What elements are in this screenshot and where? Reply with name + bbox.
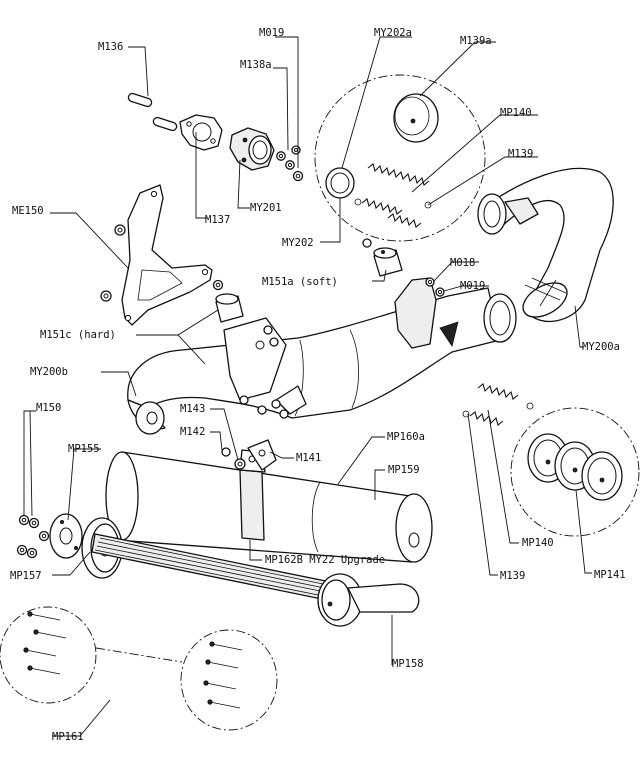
label-my200b: MY200b — [30, 366, 68, 378]
label-m142: M142 — [180, 426, 205, 438]
mp161-rivets-right — [203, 641, 243, 709]
my201-flange — [229, 127, 275, 171]
m139a-ring — [393, 93, 439, 143]
my200a-header-pipe — [477, 167, 614, 323]
label-m138a: M138a — [240, 59, 272, 71]
label-mp140-bottom: MP140 — [522, 537, 554, 549]
m019-nut-top — [291, 145, 301, 155]
springs-top — [354, 163, 432, 228]
mp157-gasket — [49, 513, 83, 559]
label-mp161: MP161 — [52, 731, 84, 743]
m141-bracket — [247, 439, 277, 471]
m138a-nuts — [276, 151, 304, 182]
label-m151c: M151c (hard) — [40, 329, 116, 341]
label-mp158: MP158 — [392, 658, 424, 670]
label-mp141: MP141 — [594, 569, 626, 581]
label-m139-bottom: M139 — [500, 570, 525, 582]
label-m141: M141 — [296, 452, 321, 464]
label-mp160a: MP160a — [387, 431, 425, 443]
label-m143: M143 — [180, 403, 205, 415]
me150-bracket — [121, 184, 213, 326]
label-m136: M136 — [98, 41, 123, 53]
label-my202: MY202 — [282, 237, 314, 249]
label-my202a: MY202a — [374, 27, 412, 39]
me150-nuts — [100, 224, 224, 302]
label-me150: ME150 — [12, 205, 44, 217]
detail-circle-clamps — [510, 407, 640, 537]
m137-gasket-plate — [179, 114, 223, 151]
mp161-rivets-left — [23, 611, 67, 675]
m150-nuts — [16, 514, 50, 559]
my200b-expansion-chamber — [127, 277, 517, 435]
label-mp140-top: MP140 — [500, 107, 532, 119]
label-mp155: MP155 — [68, 443, 100, 455]
detail-circle-rivets-right — [180, 629, 278, 731]
label-m019-top: M019 — [259, 27, 284, 39]
label-m151a: M151a (soft) — [262, 276, 338, 288]
detail-circle-springs-top — [314, 74, 486, 242]
label-mp159: MP159 — [388, 464, 420, 476]
mp159-silencer — [105, 451, 433, 563]
springs-bottom — [462, 383, 534, 426]
m151a-rubber-mount — [362, 238, 403, 277]
label-m150: M150 — [36, 402, 61, 414]
label-m139a: M139a — [460, 35, 492, 47]
label-my200a: MY200a — [582, 341, 620, 353]
label-mp162b: MP162B MY22 Upgrade — [265, 554, 385, 566]
rivet-link-line — [95, 647, 183, 663]
leader-lines — [23, 36, 592, 737]
my202-seal-ring — [325, 167, 355, 199]
m136-pins — [127, 92, 178, 132]
part-labels: M136 M019 MY202a M139a M138a MP140 M139 … — [10, 27, 626, 743]
mp158-tail-pipe — [317, 573, 420, 627]
mp141-clamps — [527, 433, 623, 501]
label-m139-top: M139 — [508, 148, 533, 160]
label-m018: M018 — [450, 257, 475, 269]
m142-m143-hardware — [221, 447, 246, 470]
label-m137: M137 — [205, 214, 230, 226]
label-m019-mid: M019 — [460, 280, 485, 292]
m151c-rubber-mount-top — [215, 293, 244, 323]
detail-circle-rivets-left — [0, 606, 97, 704]
label-mp157: MP157 — [10, 570, 42, 582]
label-my201: MY201 — [250, 202, 282, 214]
